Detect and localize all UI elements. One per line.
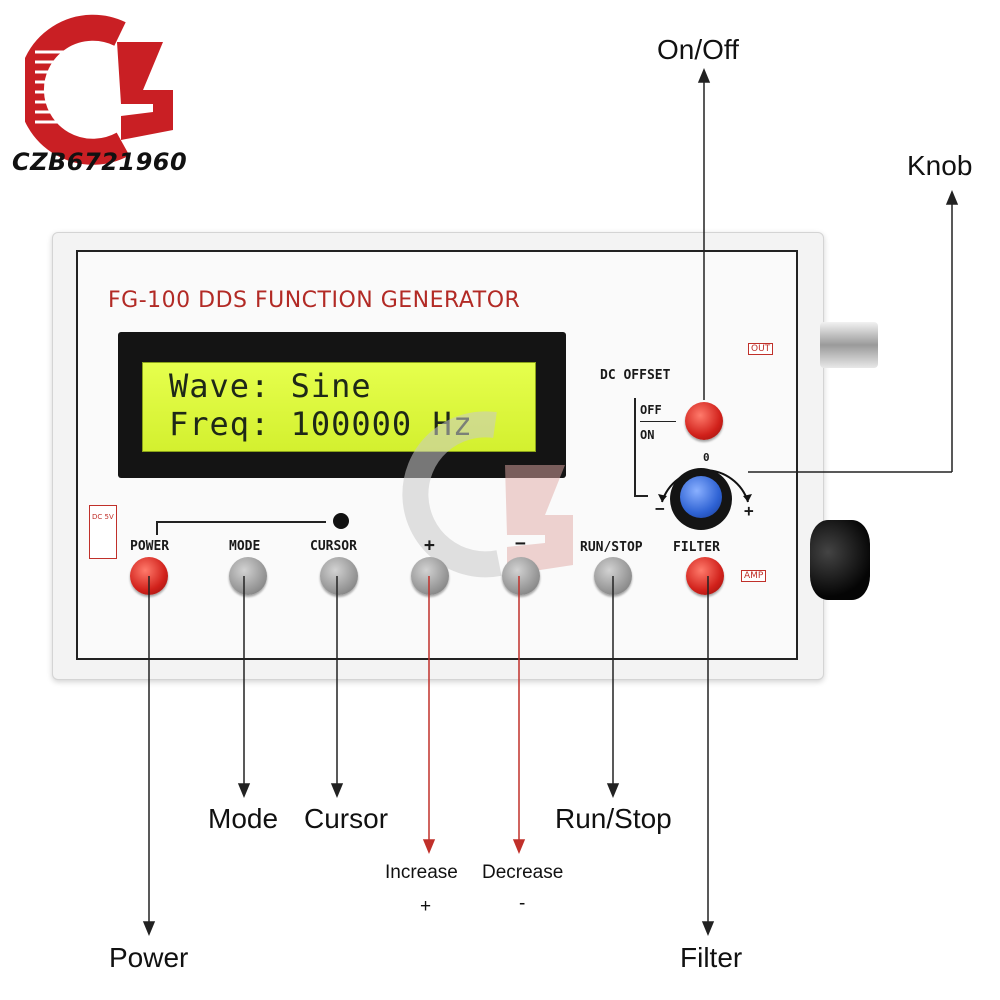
- knob[interactable]: [680, 476, 722, 518]
- dc-offset-switch-button[interactable]: [685, 402, 723, 440]
- logo-text: CZB6721960: [12, 148, 188, 176]
- callout-increase-sign: +: [420, 896, 432, 917]
- dc-divider: [640, 421, 676, 422]
- callout-on-off: On/Off: [657, 34, 739, 65]
- brand-logo-icon: [25, 14, 173, 165]
- callout-power: Power: [109, 942, 189, 973]
- cursor-button[interactable]: [320, 557, 358, 595]
- callout-filter: Filter: [680, 942, 743, 973]
- callout-cursor: Cursor: [304, 803, 389, 834]
- callout-run-stop: Run/Stop: [555, 803, 672, 834]
- dc-offset-off-label: OFF: [640, 403, 662, 417]
- amp-knob[interactable]: [810, 520, 870, 600]
- filter-button[interactable]: [686, 557, 724, 595]
- power-led: [333, 513, 349, 529]
- watermark-logo-icon: [402, 411, 573, 578]
- callout-knob: Knob: [907, 150, 973, 181]
- decrease-button[interactable]: [502, 557, 540, 595]
- callout-increase: Increase: [385, 862, 458, 883]
- cursor-button-label: CURSOR: [310, 539, 357, 554]
- dc-offset-on-label: ON: [640, 428, 655, 442]
- callout-decrease: Decrease: [482, 862, 564, 883]
- amp-tag: AMP: [741, 570, 767, 582]
- knob-plus-label: +: [744, 501, 754, 520]
- run-stop-button-label: RUN/STOP: [580, 540, 643, 555]
- knob-minus-label: −: [655, 499, 665, 518]
- mode-button-label: MODE: [229, 539, 261, 554]
- callout-decrease-sign: -: [519, 893, 526, 914]
- filter-button-label: FILTER: [673, 540, 720, 555]
- dc-bracket-line: [634, 398, 636, 496]
- minus-button-label: −: [515, 533, 526, 554]
- out-tag: OUT: [748, 343, 774, 355]
- callout-mode: Mode: [208, 803, 279, 834]
- power-indicator-line: [156, 521, 326, 523]
- increase-button[interactable]: [411, 557, 449, 595]
- dc-bracket-foot: [634, 495, 648, 497]
- mode-button[interactable]: [229, 557, 267, 595]
- plus-button-label: +: [424, 535, 435, 556]
- power-button-label: POWER: [130, 539, 170, 554]
- device-title: FG-100 DDS FUNCTION GENERATOR: [108, 288, 521, 313]
- knob-zero-label: 0: [703, 451, 710, 464]
- bnc-connector[interactable]: [820, 322, 878, 368]
- power-indicator-tick: [156, 521, 158, 535]
- dc-offset-label: DC OFFSET: [600, 368, 671, 383]
- dc-input-tag: DC 5V: [89, 505, 117, 559]
- lcd-line-wave: Wave: Sine: [169, 367, 372, 405]
